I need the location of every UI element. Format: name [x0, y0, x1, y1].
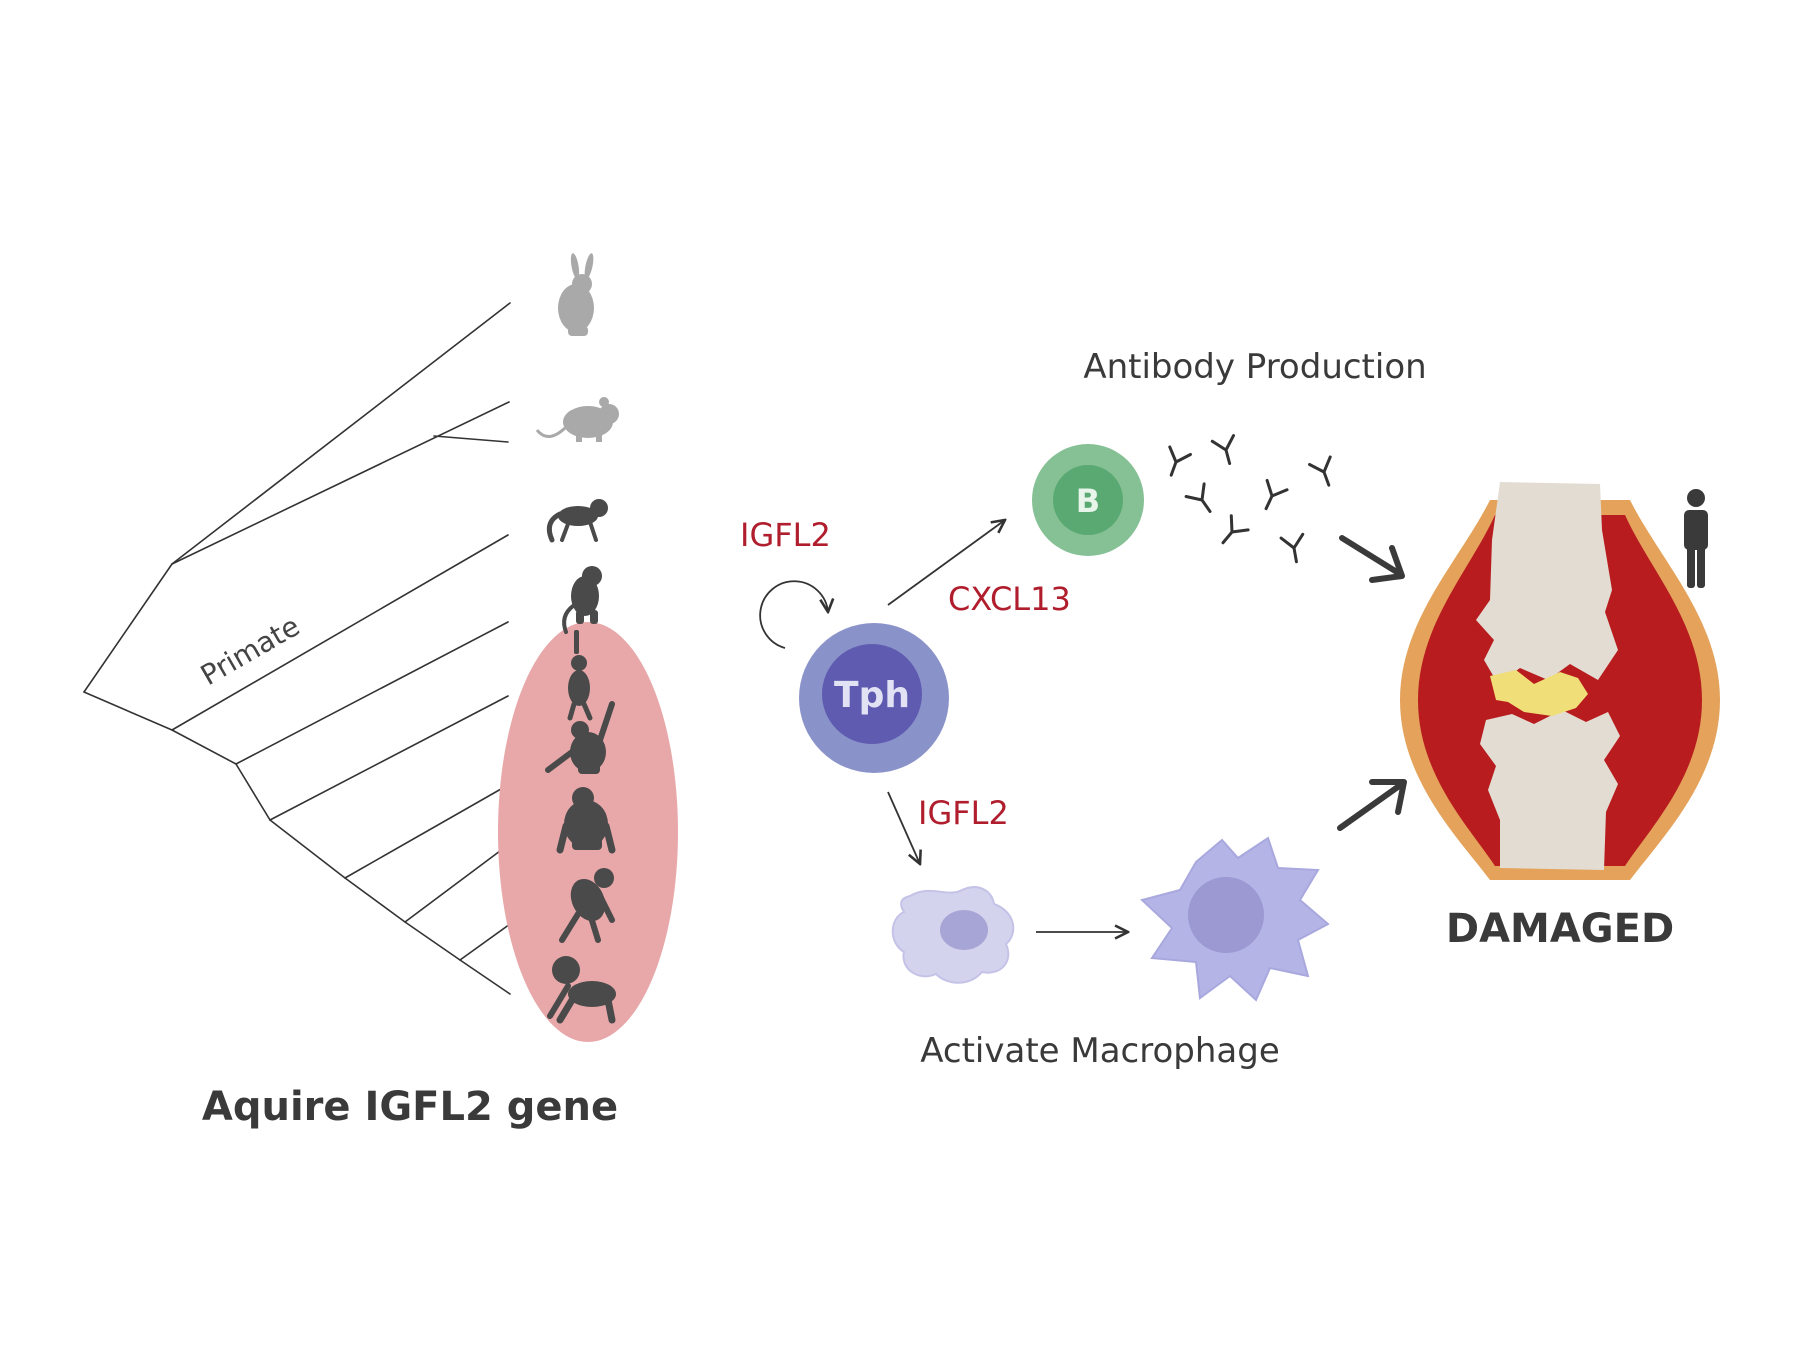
antibody-production-label: Antibody Production — [1083, 347, 1426, 387]
antibody-icon — [1210, 434, 1242, 468]
macaque-icon — [562, 566, 602, 634]
antibody-cluster — [1159, 434, 1341, 566]
lower-bone — [1480, 710, 1620, 870]
person-icon — [1684, 489, 1708, 588]
activated-macrophage — [1139, 836, 1330, 1002]
resting-macrophage — [891, 886, 1015, 984]
tph-cell: Tph — [799, 623, 949, 773]
marmoset-icon — [546, 499, 608, 543]
antibody-icon — [1308, 455, 1341, 491]
macrophage-to-joint-arrow — [1337, 779, 1407, 831]
acquire-gene-caption: Aquire IGFL2 gene — [202, 1084, 618, 1130]
tph-to-macrophage-arrow — [887, 791, 920, 864]
antibody-to-joint-arrow — [1339, 535, 1405, 583]
gorilla-icon — [556, 787, 616, 854]
orangutan-icon — [545, 701, 615, 774]
igfl2-autocrine-label: IGFL2 — [740, 516, 831, 554]
activate-macrophage-label: Activate Macrophage — [920, 1031, 1280, 1071]
antibody-icon — [1213, 514, 1250, 552]
gibbon-icon — [567, 630, 593, 721]
antibody-icon — [1184, 482, 1221, 520]
mouse-icon — [535, 397, 619, 442]
phylogenetic-tree — [83, 302, 511, 995]
damaged-label: DAMAGED — [1446, 906, 1674, 952]
inflamed-joint-icon — [1400, 482, 1720, 880]
b-cell: B — [1032, 444, 1144, 556]
igfl2-macrophage-label: IGFL2 — [918, 794, 1009, 832]
antibody-icon — [1159, 445, 1192, 481]
cxcl13-label: CXCL13 — [948, 580, 1071, 618]
upper-bone — [1476, 482, 1618, 684]
primate-label: Primate — [195, 609, 305, 692]
tph-to-b-arrow — [887, 520, 1005, 606]
autocrine-loop-arrow — [759, 580, 828, 649]
antibody-icon — [1279, 532, 1309, 566]
cartilage-remnant — [1490, 670, 1588, 716]
human-baby-icon — [547, 956, 616, 1024]
b-cell-label: B — [1076, 482, 1100, 520]
tph-cell-label: Tph — [834, 675, 910, 716]
antibody-icon — [1254, 478, 1289, 515]
chimpanzee-icon — [559, 868, 615, 943]
rabbit-icon — [558, 253, 594, 336]
